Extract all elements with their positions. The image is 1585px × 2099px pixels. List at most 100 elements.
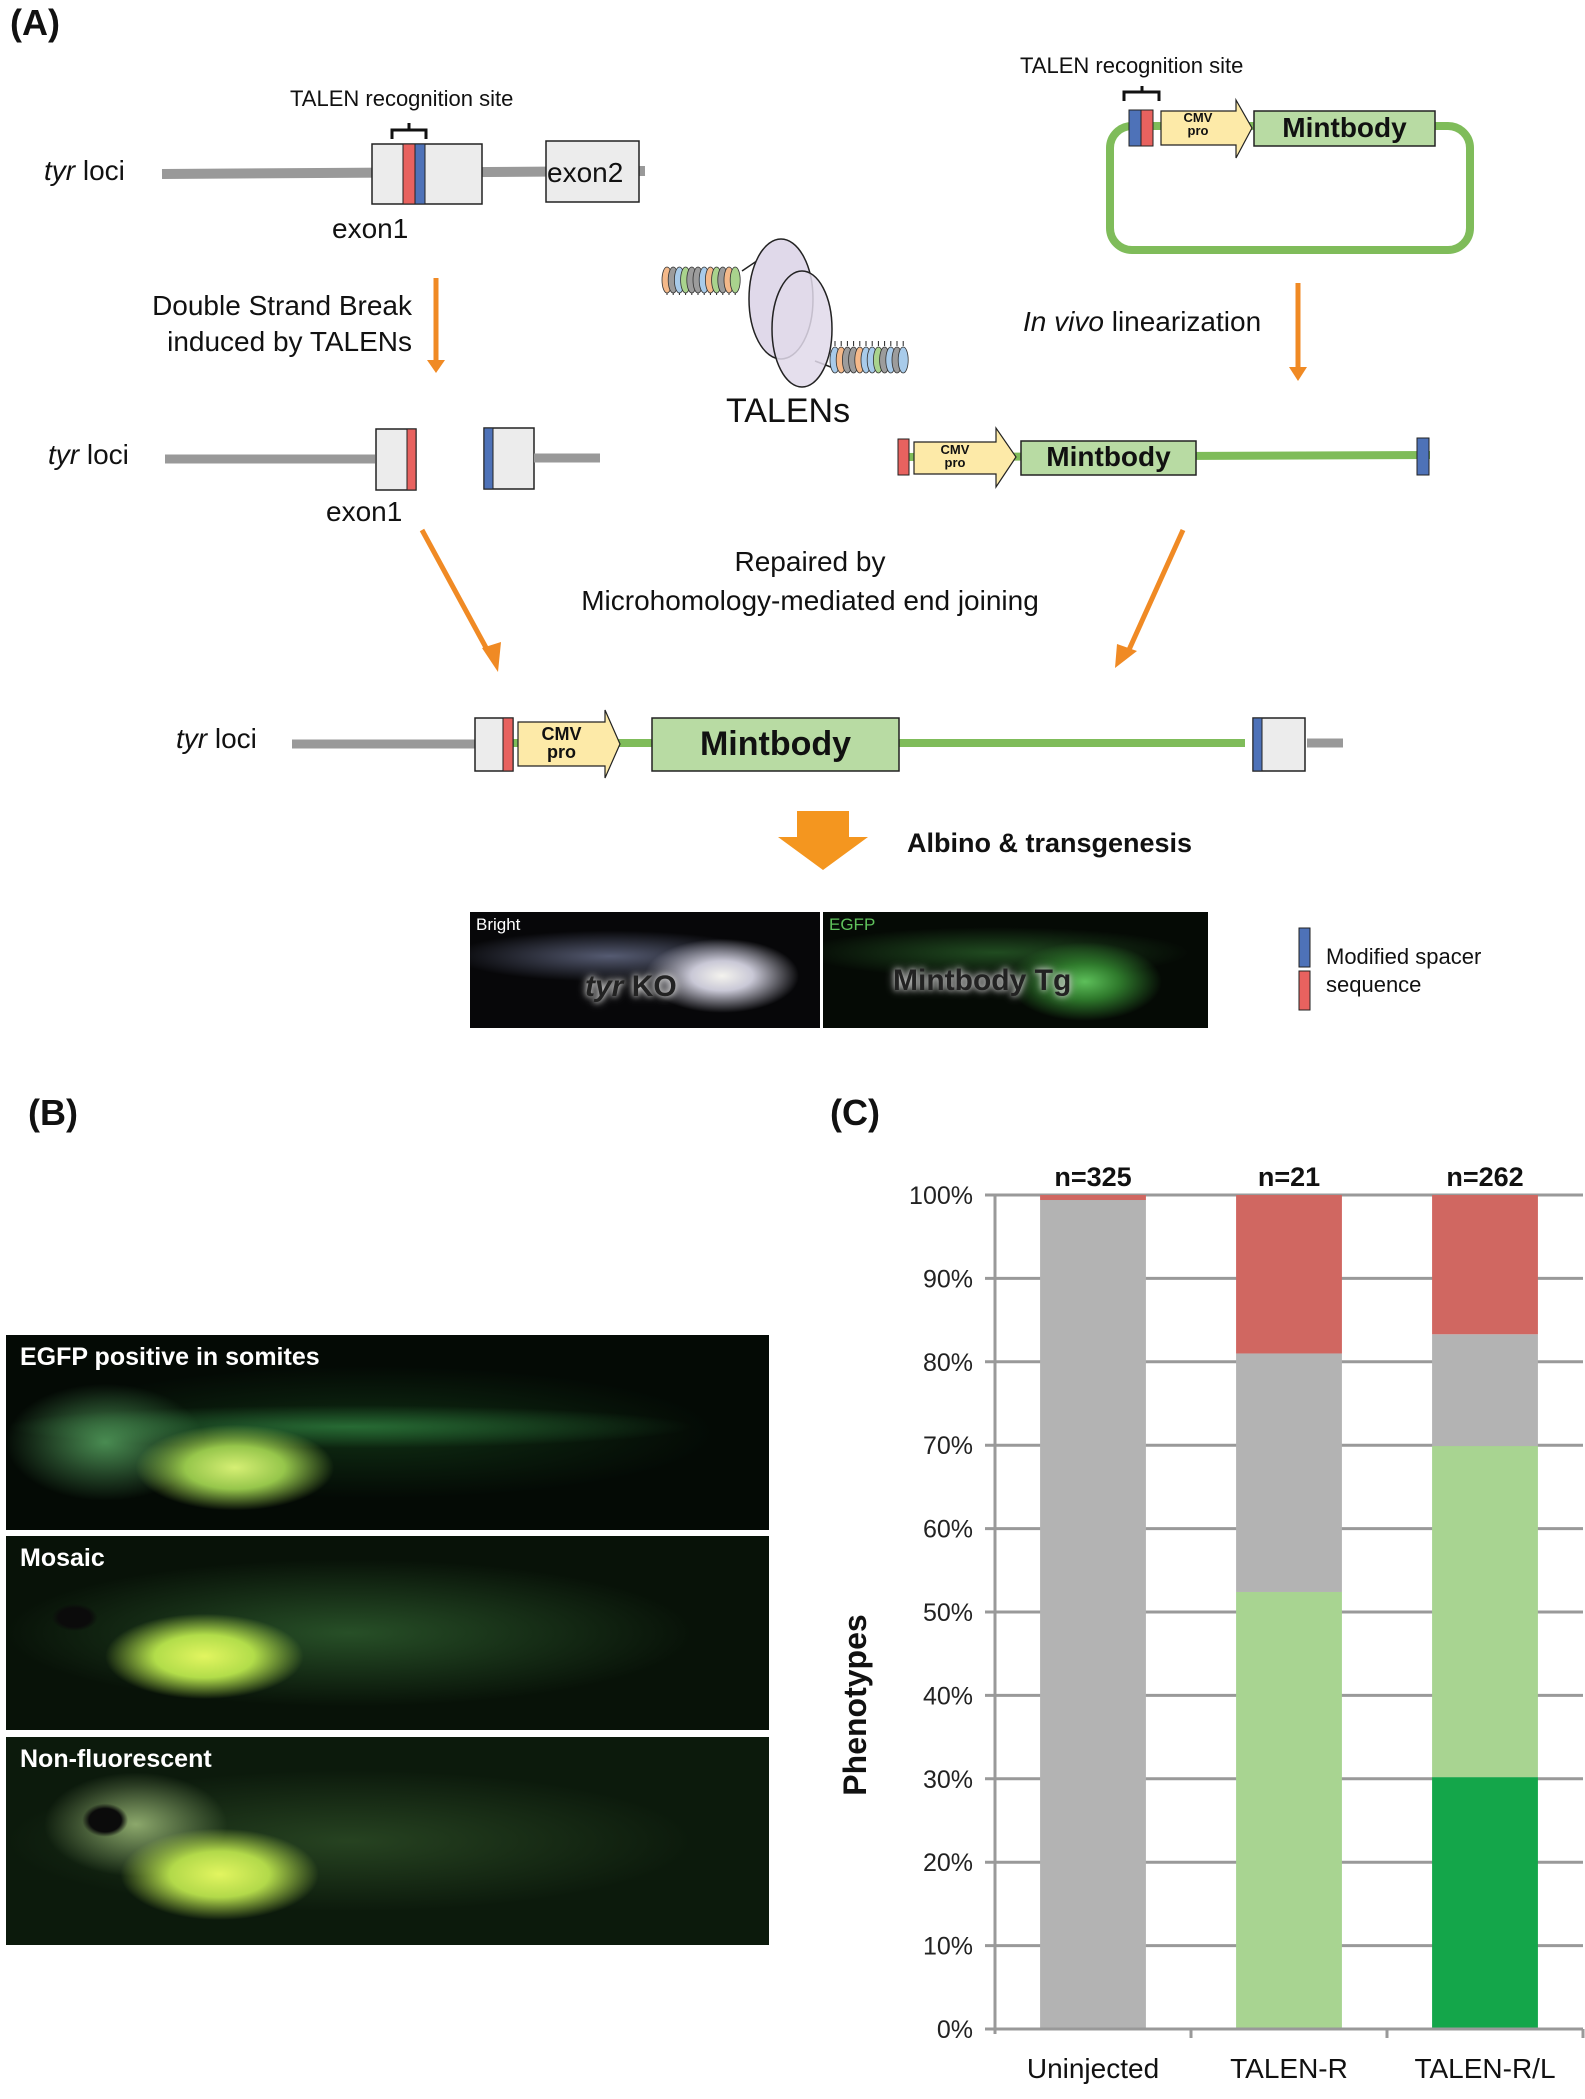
mintbody-label-plasmid: Mintbody [1282, 112, 1407, 143]
chart-axes [993, 1195, 1585, 2038]
y-tick-label: 0% [937, 2016, 973, 2044]
linearization-text: linearization [1103, 306, 1262, 337]
cmv-text: CMV [541, 724, 582, 744]
repaired-line-1: Repaired by [734, 546, 886, 577]
exon2-label: exon2 [547, 157, 624, 188]
photo-caption: Mosaic [20, 1544, 105, 1572]
arrow-head-icon [482, 642, 501, 672]
y-tick-label: 50% [923, 1599, 973, 1627]
panel-b-label: (B) [28, 1092, 78, 1133]
cmv-promoter-arrow [517, 709, 621, 779]
result-caption: Albino & transgenesis [907, 828, 1193, 858]
tale-repeats-right [829, 341, 909, 374]
bar-segment [1040, 1195, 1146, 1201]
gene-name: tyr [48, 439, 80, 470]
talens-label: TALENs [726, 392, 851, 430]
sample-size-label: n=262 [1446, 1162, 1523, 1192]
x-category-label: TALEN-R [1230, 2053, 1348, 2084]
x-category-label: TALEN-R/L [1414, 2053, 1555, 2084]
repaired-line-2: Microhomology-mediated end joining [581, 585, 1039, 616]
mintbody-box [1253, 110, 1436, 147]
mintbody-box [1020, 440, 1197, 476]
dsb-line-2: induced by TALENs [167, 326, 412, 357]
mintbody-label-linear: Mintbody [1046, 441, 1171, 472]
blue-spacer [483, 427, 494, 490]
cut-tyr-locus [165, 427, 600, 491]
photo-bright: Bright tyr KO [470, 912, 820, 1028]
legend-red-swatch [1298, 970, 1311, 1011]
y-tick-label: 70% [923, 1432, 973, 1460]
y-tick-label: 40% [923, 1682, 973, 1710]
tale-repeats-left [661, 266, 741, 295]
bar-segment [1432, 1195, 1538, 1335]
red-spacer [1140, 109, 1154, 147]
photo-caption: Non-fluorescent [20, 1745, 212, 1773]
y-tick-label: 30% [923, 1766, 973, 1794]
arrow-diagonal-icon [419, 528, 493, 657]
bar-segment [1236, 1195, 1342, 1354]
photo-caption: EGFP positive in somites [20, 1343, 320, 1371]
photo-egfp-somites: EGFP positive in somites [6, 1335, 769, 1530]
red-spacer [406, 428, 417, 491]
y-tick-label: 60% [923, 1516, 973, 1544]
photo-mosaic: Mosaic [6, 1536, 769, 1730]
exon1-label: exon1 [332, 213, 409, 244]
arrow-head-icon [1289, 367, 1307, 381]
y-tick-label: 10% [923, 1933, 973, 1961]
gene-name: tyr [44, 155, 76, 186]
panel-a-diagram [161, 86, 1474, 1011]
in-vivo-italic: In vivo [1023, 306, 1104, 337]
loci-text: loci [79, 439, 129, 470]
photo-bright-caption: Bright [476, 915, 521, 934]
linearized-donor [897, 426, 1431, 489]
bar-segment [1236, 1591, 1342, 2029]
tale-repeat-bead [897, 346, 909, 374]
red-spacer [897, 438, 910, 476]
cmv-text: CMV [1183, 110, 1213, 125]
arrow-head-icon [427, 360, 445, 373]
y-tick-label: 20% [923, 1849, 973, 1877]
legend-blue-swatch [1298, 927, 1311, 968]
blue-spacer [414, 143, 426, 205]
bar-segment [1432, 1334, 1538, 1447]
blue-spacer [1252, 717, 1263, 772]
photo-egfp-caption: EGFP [829, 915, 876, 934]
fokI-domain [771, 270, 833, 388]
panel-c-label: (C) [830, 1092, 880, 1133]
legend-line-1: Modified spacer [1326, 944, 1482, 969]
dsb-line-1: Double Strand Break [152, 290, 412, 321]
exon1-label-2: exon1 [326, 496, 403, 527]
dsb-caption: Double Strand Break induced by TALENs [128, 288, 412, 360]
mintbody-plasmid [1106, 86, 1474, 254]
cmv-promoter-arrow [1160, 97, 1253, 159]
ko-text: KO [623, 970, 677, 1003]
knockin-tyr-locus [292, 709, 1343, 779]
talen-site-label-right: TALEN recognition site [1020, 53, 1244, 78]
talen-site-bracket [1122, 86, 1161, 101]
exon2-box [545, 140, 640, 203]
sample-size-label: n=325 [1054, 1162, 1131, 1192]
bar-segment [1236, 1353, 1342, 1592]
y-tick-label: 100% [909, 1182, 973, 1210]
photo-bright-overlay: tyr KO [585, 970, 677, 1004]
wt-tyr-locus [161, 123, 646, 205]
red-spacer [502, 717, 514, 772]
mintbody-label-knockin: Mintbody [699, 725, 852, 763]
y-tick-label: 80% [923, 1349, 973, 1377]
mintbody-box [651, 717, 900, 772]
x-category-label: Uninjected [1027, 2053, 1159, 2084]
talen-site-bracket [390, 123, 428, 139]
cmv-text: CMV [940, 442, 970, 457]
talen-site-label-left: TALEN recognition site [290, 86, 514, 111]
pro-text: pro [547, 742, 576, 762]
big-arrow-down-icon [778, 811, 868, 870]
loci-text: loci [207, 723, 257, 754]
photo-egfp: EGFP Mintbody Tg [823, 912, 1208, 1028]
repair-caption: Repaired by Microhomology-mediated end jo… [500, 542, 1120, 620]
loci-text: loci [75, 155, 125, 186]
y-axis-label: Phenotypes [837, 1614, 873, 1795]
photo-egfp-overlay: Mintbody Tg [893, 964, 1072, 997]
